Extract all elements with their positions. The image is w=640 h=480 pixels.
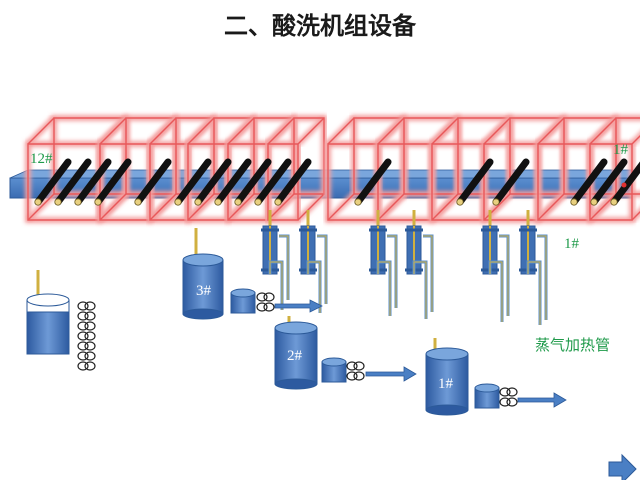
steam-heaters	[261, 210, 548, 325]
roll	[274, 158, 312, 206]
roll	[254, 158, 292, 206]
roll	[214, 158, 252, 206]
tank-1: 1#	[425, 338, 518, 416]
steam-heater	[261, 210, 290, 310]
exit-marker	[621, 182, 627, 188]
steam-heater	[481, 210, 510, 322]
page-title: 二、酸洗机组设备	[224, 11, 416, 40]
tank-frame	[265, 115, 327, 223]
coil-icon	[499, 387, 518, 407]
roll	[194, 158, 232, 206]
roll	[54, 158, 92, 206]
steam-pipe-label: 蒸气加热管	[535, 336, 610, 354]
roll	[94, 158, 132, 206]
tank-3: 3#	[182, 228, 275, 320]
roll	[174, 158, 212, 206]
roll	[492, 158, 530, 206]
roll	[570, 158, 608, 206]
flow-arrow	[517, 392, 567, 408]
roll	[234, 158, 272, 206]
steam-heater	[405, 210, 434, 319]
flow-arrow	[274, 299, 323, 313]
pump-icon	[474, 383, 500, 409]
roll	[456, 158, 494, 206]
heater-label: 1#	[564, 236, 580, 252]
coil-icon	[77, 301, 96, 371]
exit-label: 1#	[613, 142, 629, 158]
steam-heater	[299, 210, 328, 313]
standalone-tank	[26, 270, 96, 371]
roll	[134, 158, 172, 206]
tank-2: 2#	[274, 316, 365, 390]
steam-heater	[369, 210, 398, 316]
rolls	[34, 158, 640, 206]
steam-heater	[519, 210, 548, 325]
coil-icon	[256, 292, 275, 312]
roll	[34, 158, 72, 206]
tank-2-label: 2#	[287, 348, 303, 364]
roll	[590, 158, 628, 206]
entry-label: 12#	[30, 151, 53, 167]
tank-3-label: 3#	[196, 283, 212, 299]
coil-icon	[346, 361, 365, 381]
pump-icon	[230, 288, 256, 314]
next-arrow-icon[interactable]	[608, 453, 637, 480]
roll	[354, 158, 392, 206]
flow-arrow	[365, 366, 417, 382]
pump-icon	[321, 357, 347, 383]
acid-tank-frames	[25, 115, 640, 223]
tank-1-label: 1#	[438, 376, 454, 392]
roll	[74, 158, 112, 206]
roll	[610, 161, 640, 206]
